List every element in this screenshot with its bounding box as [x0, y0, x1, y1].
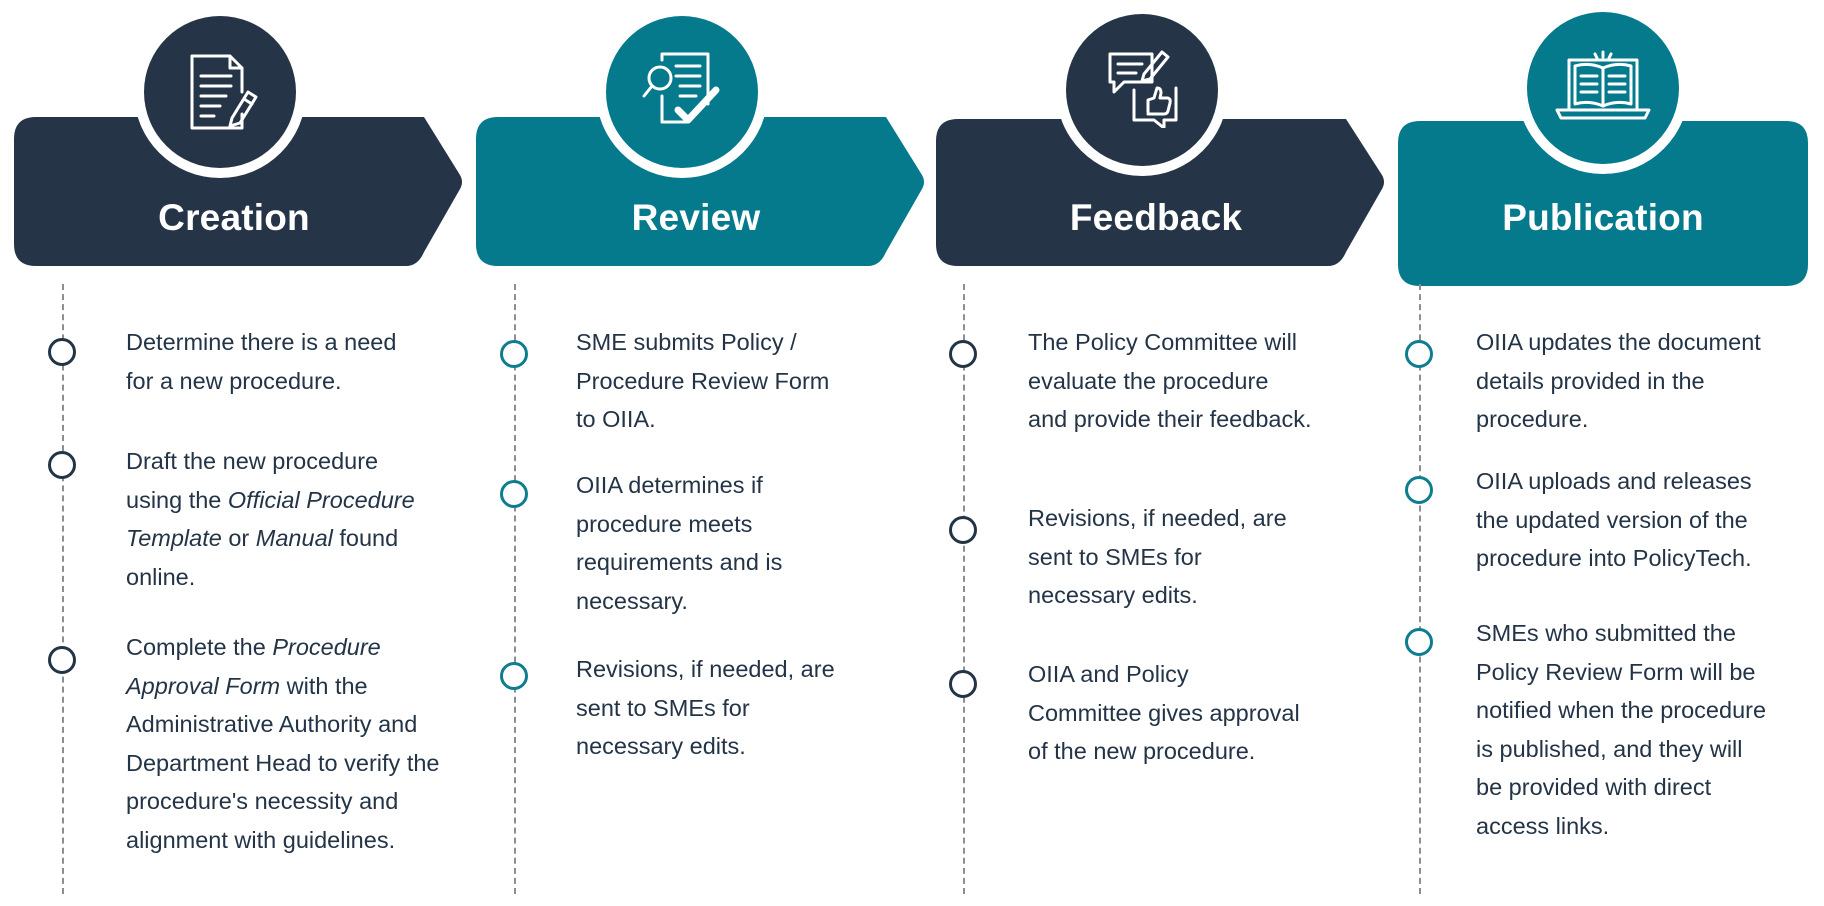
step-text: SME submits Policy /Procedure Review For… [576, 329, 830, 432]
publication-timeline [1419, 284, 1421, 894]
creation-banner [14, 6, 462, 266]
step-marker [48, 451, 76, 479]
feedback-banner [936, 4, 1384, 266]
step-marker [1405, 340, 1433, 368]
step-marker [949, 516, 977, 544]
step-marker [1405, 476, 1433, 504]
review-timeline [514, 284, 516, 894]
review-banner [476, 6, 924, 266]
step-marker [1405, 628, 1433, 656]
stage-title-feedback: Feedback [1069, 197, 1243, 238]
step-marker [500, 480, 528, 508]
stage-title-review: Review [631, 197, 761, 238]
step-marker [48, 338, 76, 366]
step-marker [500, 340, 528, 368]
stage-review: Review SME submits Policy /Procedure Rev… [476, 0, 952, 906]
document-pen-icon [190, 54, 258, 130]
stage-title-publication: Publication [1502, 197, 1704, 238]
step-marker [949, 670, 977, 698]
review-checklist-icon [642, 52, 720, 124]
step-marker [500, 662, 528, 690]
step-marker [48, 646, 76, 674]
feedback-timeline [963, 284, 965, 894]
creation-timeline [62, 284, 64, 894]
open-book-laptop-icon [1555, 50, 1651, 120]
publication-banner [1398, 2, 1808, 286]
feedback-chat-icon [1108, 50, 1178, 128]
stage-title-creation: Creation [158, 197, 310, 238]
step-marker [949, 340, 977, 368]
